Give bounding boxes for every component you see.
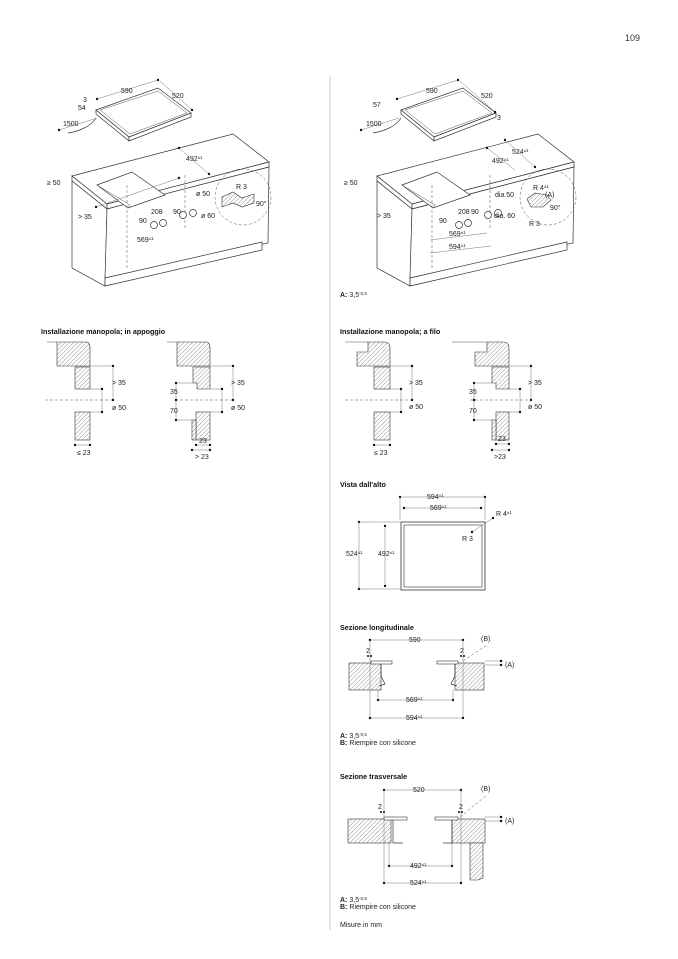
dim-width: 590 (121, 88, 133, 95)
dim-70: 70 (170, 408, 178, 415)
dim-knob-dia-1: ø 50 (196, 191, 210, 198)
knob-detail-flush-a (345, 341, 415, 447)
dim-gap-right: 2 (459, 804, 463, 811)
page-number: 109 (625, 33, 640, 43)
dim-knob-gap-2: 90 (173, 209, 181, 216)
dim-knob-spacing: 208 (151, 209, 163, 216)
dim-min-front: > 35 (78, 214, 92, 221)
dim-inner-width: 569±1 (430, 504, 447, 512)
dim-knob-gap-1: 90 (139, 218, 147, 225)
dim-dia: ø 50 (409, 404, 423, 411)
dim-dia: ø 50 (528, 404, 542, 411)
dim-angle: 90° (550, 204, 561, 212)
dim-outer-width: 594±1 (449, 243, 466, 251)
dim-knob-gap-1: 90 (439, 218, 447, 225)
dim-cable: 1500 (366, 121, 382, 128)
dim-height-2: 54 (78, 105, 86, 112)
dim-max-thick: ≤ 23 (374, 450, 388, 457)
dim-thick: 23 (199, 438, 207, 445)
dim-outer-height: 524±1 (346, 550, 363, 558)
dim-cut-width: 569±1 (449, 230, 466, 238)
dim-r-outer: R 4±1 (496, 510, 512, 518)
marker-b: (B) (481, 636, 490, 643)
dim-width: 520 (413, 787, 425, 794)
dim-depth: 520 (481, 93, 493, 100)
dim-angle: 90° (256, 200, 267, 208)
section-title-knob-surface: Installazione manopola; in appoggio (41, 327, 166, 336)
dim-knob-gap-2: 90 (471, 209, 479, 216)
dim-min-edge: ≥ 50 (344, 180, 358, 187)
dim-min-thick: >23 (494, 454, 506, 461)
dim-depth: 520 (172, 93, 184, 100)
dim-inner-height: 492±1 (378, 550, 395, 558)
marker-b: (B) (481, 786, 490, 793)
dim-max-thick: ≤ 23 (77, 450, 91, 457)
dim-width: 590 (426, 88, 438, 95)
units-note: Misure in mm (340, 922, 382, 929)
section-title-cross: Sezione trasversale (340, 772, 407, 781)
dim-knob-dia-2: dia. 60 (494, 213, 515, 220)
dim-outer-depth: 524±1 (512, 148, 529, 156)
section-title-top-view: Vista dall'alto (340, 480, 387, 489)
knob-detail-surface-b (167, 341, 235, 452)
note-a: A:3,5-0,5 (340, 732, 367, 740)
dim-radius-inner: R 3 (529, 221, 540, 228)
dim-knob-spacing: 208 (458, 209, 470, 216)
dim-outer: 524±1 (410, 879, 427, 887)
dim-knob-dia-1: dia.50 (495, 192, 514, 199)
dim-cut-width: 569±1 (137, 236, 154, 244)
dim-radius: R 3 (236, 184, 247, 191)
note-b: B:Riempire con silicone (340, 904, 416, 911)
dim-width: 590 (409, 637, 421, 644)
note-b: B:Riempire con silicone (340, 740, 416, 747)
dim-gap-right: 2 (460, 648, 464, 655)
note-a: A:3,5-0,5 (340, 896, 367, 904)
longitudinal-section-drawing (348, 638, 503, 720)
marker-a: (A) (505, 662, 514, 669)
dim-r-inner: R 3 (462, 536, 473, 543)
marker-a: (A) (545, 192, 554, 199)
dim-outer: 594±1 (406, 714, 423, 722)
dim-min-thick: > 23 (195, 454, 209, 461)
cross-section-drawing (347, 788, 503, 885)
dim-cut-depth: 492±1 (492, 157, 509, 165)
dim-knob-dia-2: ø 60 (201, 213, 215, 220)
dim-dia: ø 50 (112, 405, 126, 412)
dim-70: 70 (469, 408, 477, 415)
knob-detail-flush-b (452, 341, 533, 452)
marker-a: (A) (505, 818, 514, 825)
note-a: A:3,5-0,5 (340, 291, 367, 299)
dim-min-front: > 35 (377, 213, 391, 220)
dim-35: 35 (170, 389, 178, 396)
dim-height-1: 3 (83, 97, 87, 104)
dim-min: > 35 (112, 380, 126, 387)
dim-dia: ø 50 (231, 405, 245, 412)
section-title-longitudinal: Sezione longitudinale (340, 623, 414, 632)
left-iso-drawing (57, 78, 272, 287)
section-title-knob-flush: Installazione manopola; a filo (340, 327, 441, 336)
dim-inner: 569±1 (406, 696, 423, 704)
dim-min-edge: ≥ 50 (47, 180, 61, 187)
right-iso-drawing (359, 78, 577, 287)
dim-min: > 35 (409, 380, 423, 387)
dim-height-2: 3 (497, 115, 501, 122)
dim-radius-outer: R 4±1 (533, 184, 549, 192)
dim-thick: 23 (498, 436, 506, 443)
dim-gap-left: 2 (378, 804, 382, 811)
top-view-drawing (357, 495, 495, 591)
dim-min: > 35 (231, 380, 245, 387)
dim-35: 35 (469, 389, 477, 396)
dim-inner: 492±1 (410, 862, 427, 870)
knob-detail-surface-a (45, 341, 115, 447)
dim-cut-depth: 492±1 (186, 155, 203, 163)
dim-outer-width: 594±1 (427, 493, 444, 501)
dim-gap-left: 2 (366, 648, 370, 655)
dim-min: > 35 (528, 380, 542, 387)
dim-height-1: 57 (373, 102, 381, 109)
dim-cable: 1500 (63, 121, 79, 128)
